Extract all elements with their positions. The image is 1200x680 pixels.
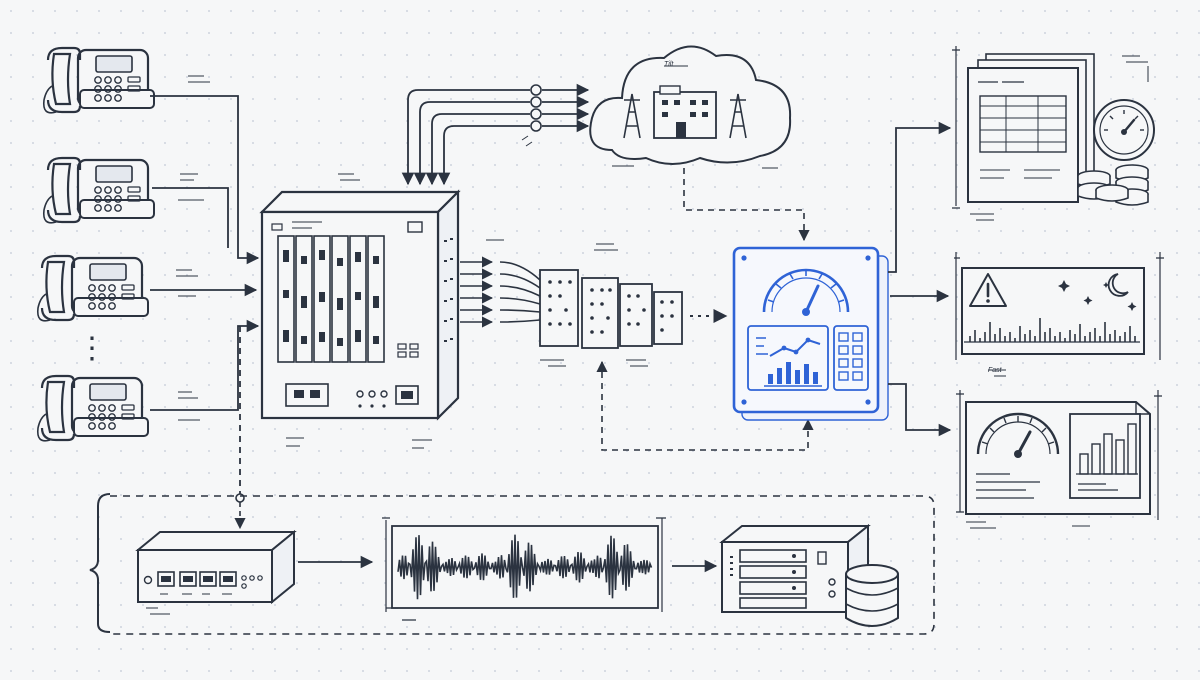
cloud-to-monitor-link xyxy=(683,168,810,242)
uplink-bundle xyxy=(401,83,590,186)
uplink-nodes xyxy=(530,84,542,132)
switch-chassis xyxy=(259,173,461,449)
probe-cards xyxy=(486,239,683,367)
gauge-report xyxy=(956,390,1162,529)
phone-links xyxy=(150,95,260,500)
phone-3 xyxy=(36,254,150,322)
more-phones-ellipsis: ⋮ xyxy=(77,332,107,365)
phone-4 xyxy=(36,374,150,442)
phone-1 xyxy=(42,46,156,114)
phone-scribbles xyxy=(176,75,210,421)
console-outputs xyxy=(888,121,952,437)
monitoring-console xyxy=(732,246,889,421)
phone-2 xyxy=(42,156,156,224)
alert-dashboard xyxy=(954,252,1164,377)
recording-lane xyxy=(89,493,935,635)
cloud-network xyxy=(589,45,792,169)
alert-axis-label: Fast xyxy=(988,367,1003,374)
chassis-to-probes xyxy=(460,256,541,328)
report-documents xyxy=(952,46,1155,221)
probe-tick-label: Tilt xyxy=(664,61,674,68)
audio-waveform xyxy=(382,517,666,621)
network-gateway xyxy=(135,529,297,615)
monitor-feedback-link xyxy=(596,360,814,451)
database xyxy=(845,564,899,627)
